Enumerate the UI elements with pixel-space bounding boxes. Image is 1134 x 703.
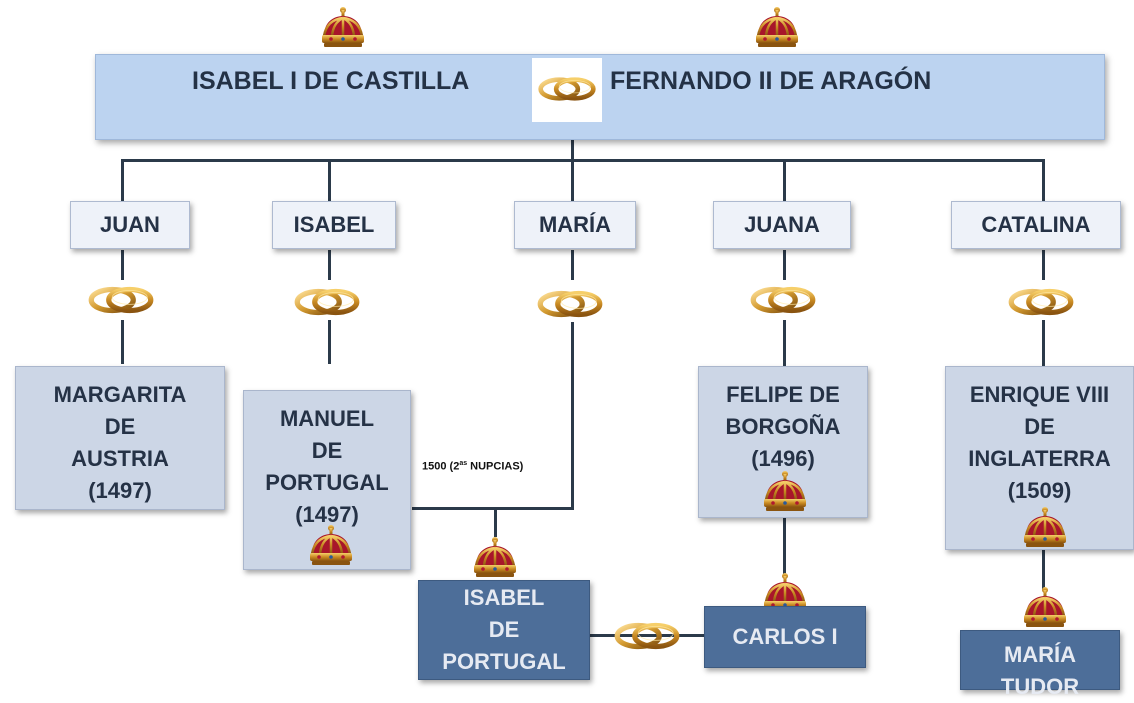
isabel-link-upper	[328, 250, 331, 280]
catalina-link-lower	[1042, 320, 1045, 366]
royal-crown-icon	[1020, 586, 1070, 630]
maria-link-upper	[571, 250, 574, 280]
wedding-rings-icon	[612, 618, 682, 654]
child-isabel: ISABEL	[272, 201, 396, 249]
royal-crown-icon	[760, 470, 810, 514]
grandchild-maria-tudor: MARÍA TUDOR	[960, 630, 1120, 699]
wedding-rings-icon	[292, 284, 362, 320]
royal-crown-icon	[1020, 506, 1070, 550]
wedding-rings-icon	[535, 286, 605, 322]
manuel-maria-bar	[412, 507, 574, 510]
juana-link-upper	[783, 250, 786, 280]
second-marriage-note: 1500 (2as NUPCIAS)	[422, 460, 524, 473]
drop-maria	[571, 159, 574, 201]
maria-tudor-drop	[1042, 550, 1045, 590]
royal-crown-icon	[470, 536, 520, 580]
catalina-link-upper	[1042, 250, 1045, 280]
drop-juana	[783, 159, 786, 201]
royal-crown-icon	[318, 6, 368, 50]
drop-juan	[121, 159, 124, 201]
drop-isabel	[328, 159, 331, 201]
header-rings-panel	[532, 58, 602, 122]
right-monarch-name: FERNANDO II DE ARAGÓN	[610, 67, 932, 95]
left-monarch-name: ISABEL I DE CASTILLA	[192, 67, 470, 95]
grandchild-carlos-i: CARLOS I	[704, 606, 866, 668]
wedding-rings-icon	[1006, 284, 1076, 320]
royal-crown-icon	[752, 6, 802, 50]
isabel-portugal-drop	[494, 507, 497, 537]
juana-link-lower	[783, 320, 786, 366]
child-juan: JUAN	[70, 201, 190, 249]
child-juana: JUANA	[713, 201, 851, 249]
maria-link-lower	[571, 322, 574, 510]
juan-link-upper	[121, 250, 124, 280]
child-maria: MARÍA	[514, 201, 636, 249]
trunk-line	[571, 134, 574, 162]
royal-crown-icon	[306, 524, 356, 568]
isabel-link-lower	[328, 320, 331, 364]
juan-link-lower	[121, 320, 124, 364]
sibling-bar	[121, 159, 1045, 162]
grandchild-isabel-de-portugal: ISABEL DE PORTUGAL	[418, 580, 590, 680]
spouse-margarita: MARGARITA DE AUSTRIA (1497)	[15, 366, 225, 510]
carlos-drop	[783, 518, 786, 578]
wedding-rings-icon	[536, 70, 598, 108]
drop-catalina	[1042, 159, 1045, 201]
wedding-rings-icon	[748, 282, 818, 318]
wedding-rings-icon	[86, 282, 156, 318]
child-catalina: CATALINA	[951, 201, 1121, 249]
isabel-carlos-bar	[590, 634, 704, 637]
